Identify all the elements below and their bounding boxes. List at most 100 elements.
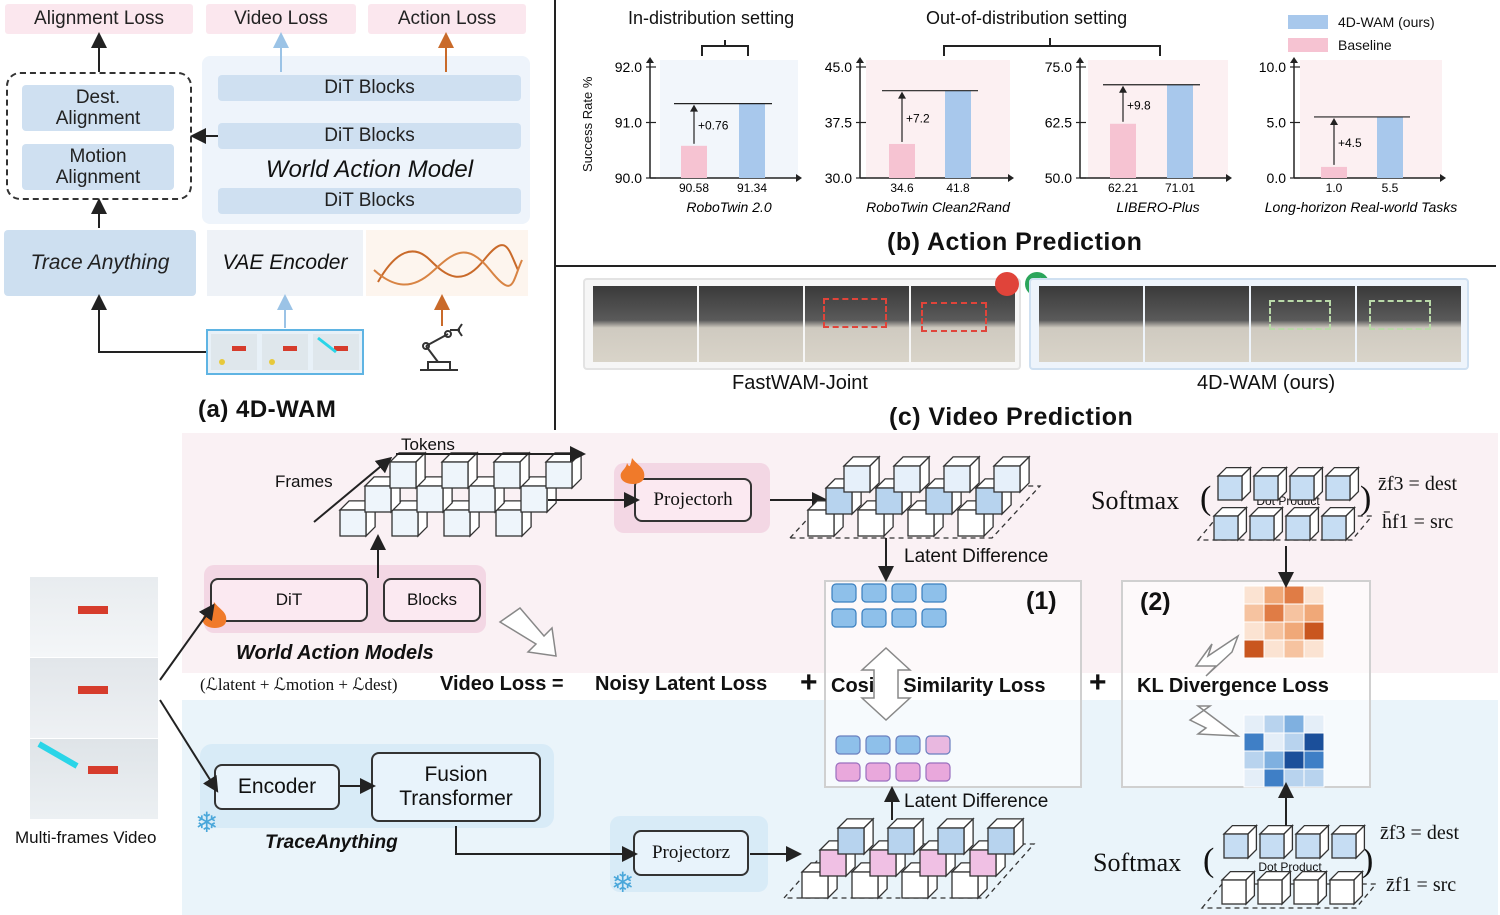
- zf3-dest-top: z̄f3 = dest: [1378, 473, 1458, 495]
- delta-arrow-head: [1119, 85, 1127, 93]
- y-axis-arrow: [856, 57, 864, 63]
- ours-frames: [1029, 278, 1469, 370]
- snowflake-icon: ❄: [611, 867, 635, 898]
- y-tick-label: 30.0: [825, 170, 852, 186]
- frame-image: [1251, 286, 1355, 362]
- block-object: [78, 686, 108, 694]
- y-tick-label: 0.0: [1267, 170, 1287, 186]
- heatmap-cell-bottom: [1303, 714, 1325, 734]
- latent-cube: [842, 455, 881, 494]
- legend-baseline-swatch: [1288, 38, 1328, 52]
- cosine-cell-top: [861, 608, 887, 628]
- video-to-encoder-arrow: [159, 699, 219, 793]
- world-action-model-title: World Action Model: [265, 156, 474, 183]
- delta-arrow-head: [690, 104, 698, 112]
- delta-label: +9.8: [1127, 98, 1151, 112]
- frame-image: [699, 286, 803, 362]
- heatmap-cell-top: [1243, 603, 1265, 623]
- heatmap-cell-bottom: [1283, 768, 1305, 788]
- heatmap-cell-top: [1243, 585, 1265, 605]
- y-tick-label: 62.5: [1045, 115, 1072, 131]
- latent-cube: [986, 817, 1025, 856]
- dot-cube: [1294, 824, 1330, 860]
- dot-cube: [1252, 466, 1288, 502]
- dit-box: DiT: [210, 578, 368, 622]
- cosine-cell-top: [891, 583, 917, 603]
- trace-anything-box: Trace Anything: [4, 230, 196, 296]
- heatmap-cell-top: [1263, 639, 1285, 659]
- bar-baseline: [681, 145, 707, 178]
- chart-title: Long-horizon Real-world Tasks: [1265, 199, 1457, 215]
- chart-title: RoboTwin 2.0: [686, 199, 772, 215]
- cosine-cell-bottom: [835, 735, 861, 755]
- fusion-to-projector-arrow: [455, 826, 638, 862]
- fastwam-frames: [583, 278, 1021, 370]
- chart-background: [1088, 60, 1228, 178]
- latent-cube: [836, 817, 875, 856]
- latent-cube: [942, 455, 981, 494]
- hollow-arrow-icon: [498, 606, 557, 657]
- y-tick-label: 92.0: [615, 59, 642, 75]
- token-cube: [494, 499, 533, 538]
- heatmap-cell-bottom: [1303, 732, 1325, 752]
- chart-background: [660, 60, 798, 178]
- cosine-cell-top: [891, 608, 917, 628]
- y-tick-label: 5.0: [1267, 115, 1287, 131]
- bar-value-label: 62.21: [1108, 181, 1138, 195]
- delta-label: +7.2: [906, 111, 930, 125]
- dot-cube: [1324, 466, 1360, 502]
- paren-close-top: ): [1360, 480, 1372, 517]
- panel-a-caption: (a) 4D-WAM: [198, 396, 337, 423]
- cosine-cell-bottom: [925, 762, 951, 782]
- frames-arrow: [313, 456, 393, 523]
- out-distribution-label: Out-of-distribution setting: [926, 8, 1128, 28]
- plus-1: +: [800, 666, 818, 699]
- heatmap-cell-bottom: [1283, 750, 1305, 770]
- dot-cube: [1216, 466, 1252, 502]
- heatmap-cell-top: [1283, 603, 1305, 623]
- heatmap-cell-top: [1303, 621, 1325, 641]
- frame-image: [593, 286, 697, 362]
- heatmap-cell-bottom: [1303, 750, 1325, 770]
- trace-anything-label: TraceAnything: [265, 832, 398, 853]
- dot-product-bottom: Dot Product: [1258, 860, 1322, 874]
- kl-hollow-arrow-bottom: [1188, 705, 1241, 737]
- panel-a-arrows: [91, 32, 463, 375]
- kl-hollow-arrow-top: [1194, 634, 1240, 677]
- zf3-dest-bottom: z̄f3 = dest: [1380, 822, 1460, 844]
- latent-difference-top: Latent Difference: [904, 546, 1049, 567]
- dot-cube: [1330, 824, 1366, 860]
- bar-value-label: 34.6: [890, 181, 914, 195]
- frame-image: [1039, 286, 1143, 362]
- delta-label: +0.76: [698, 119, 729, 133]
- heatmap-cell-top: [1303, 585, 1325, 605]
- cosine-cell-bottom: [895, 735, 921, 755]
- y-tick-label: 75.0: [1045, 59, 1072, 75]
- paren-open-bottom: (: [1203, 842, 1215, 879]
- panel-c-caption: (c) Video Prediction: [889, 403, 1134, 431]
- action-loss-label: Action Loss: [368, 4, 526, 34]
- error-highlight: [921, 302, 987, 332]
- heatmap-cell-bottom: [1283, 732, 1305, 752]
- dot-cube: [1222, 824, 1258, 860]
- y-tick-label: 45.0: [825, 59, 852, 75]
- dot-cube: [1220, 870, 1256, 906]
- cosine-cell-top: [831, 608, 857, 628]
- dot-cube: [1320, 506, 1356, 542]
- bar-baseline: [1321, 166, 1347, 178]
- motion-alignment-box: Motion Alignment: [22, 144, 174, 190]
- dot-cube: [1248, 506, 1284, 542]
- projector-h-label: Projectorh: [653, 489, 733, 510]
- heatmap-cell-bottom: [1303, 768, 1325, 788]
- encoder-box: Encoder: [214, 764, 340, 810]
- y-tick-label: 50.0: [1045, 170, 1072, 186]
- heatmap-cell-bottom: [1243, 750, 1265, 770]
- horizontal-divider: [556, 265, 1496, 267]
- dit-block-bottom: DiT Blocks: [218, 188, 521, 214]
- block-object: [88, 766, 118, 774]
- heatmap-cell-bottom: [1263, 768, 1285, 788]
- bar-baseline: [1110, 123, 1136, 178]
- token-cube: [440, 451, 479, 490]
